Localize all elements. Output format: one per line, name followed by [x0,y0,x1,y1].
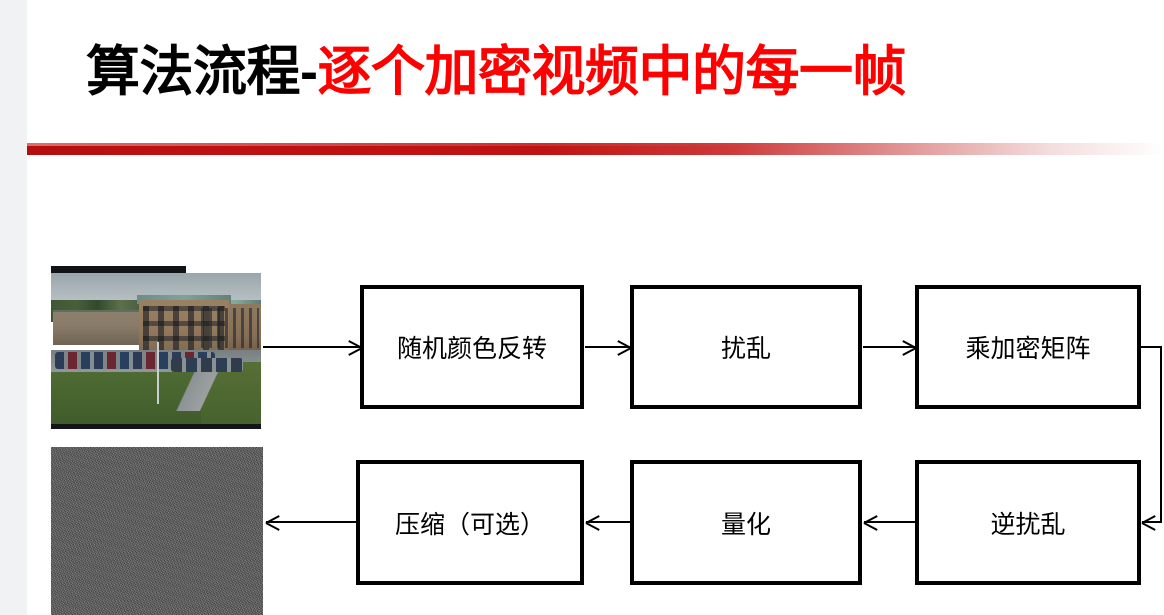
photo-driveway [139,366,249,411]
original-frame-image [51,266,261,429]
flow-box-unscramble[interactable]: 逆扰乱 [915,460,1141,585]
encrypted-frame-image [51,447,263,615]
flow-box-compress[interactable]: 压缩（可选） [356,460,584,585]
flow-box-scramble-label: 扰乱 [720,334,771,363]
connector-matrix-wrap-vertical [1160,346,1162,522]
photo-top-band [51,266,186,273]
connector-compress-to-encrypted [266,521,357,523]
photo-window-grid-right [201,308,259,348]
flow-box-invert-label: 随机颜色反转 [396,334,547,363]
flow-box-matrix-label: 乘加密矩阵 [965,334,1091,363]
connector-invert-to-scramble [585,346,631,348]
photo-left-building [53,312,141,345]
connector-matrix-wrap-bottom [1142,521,1162,523]
flow-box-scramble[interactable]: 扰乱 [630,285,862,409]
connector-matrix-wrap-top [1141,346,1162,348]
flow-box-quantize[interactable]: 量化 [630,460,862,585]
page-title: 算法流程-逐个加密视频中的每一帧 [86,33,1136,111]
connector-quantize-to-compress [586,521,631,523]
flow-box-compress-label: 压缩（可选） [394,509,545,539]
left-gutter-strip [0,0,27,615]
title-dash: - [300,42,318,102]
title-divider-rule [27,143,1164,155]
flow-box-quantize-label: 量化 [720,509,771,539]
connector-original-to-invert [263,346,362,348]
flow-box-unscramble-label: 逆扰乱 [990,509,1066,539]
photo-lamppost [157,342,159,404]
flow-box-invert[interactable]: 随机颜色反转 [360,285,584,409]
connector-scramble-to-matrix [863,346,916,348]
connector-unscramble-to-quantize [864,521,916,523]
photo-bottom-band [51,424,261,429]
photo-main-building-roof [137,295,231,304]
photo-car-row-2 [171,358,243,372]
flow-box-matrix[interactable]: 乘加密矩阵 [915,285,1141,409]
title-highlight: 逐个加密视频中的每一帧 [317,42,906,102]
title-prefix: 算法流程 [86,42,301,102]
